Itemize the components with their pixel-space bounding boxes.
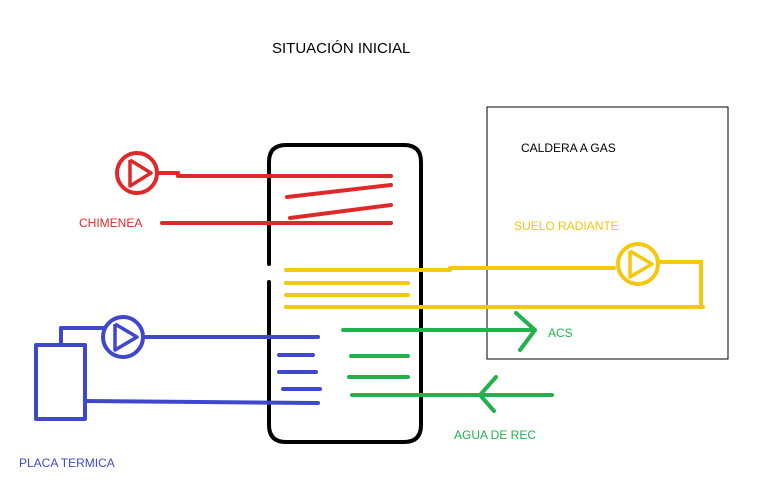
solar-circuit [34,326,322,421]
diagram-title: SITUACIÓN INICIAL [272,40,410,57]
chimney-circuit [156,171,393,225]
gas-boiler-label: CALDERA A GAS [521,141,616,155]
mains-water-label: AGUA DE REC [454,428,536,442]
pump-icon [101,315,145,359]
pump-icon [115,151,159,195]
dhw-circuit [341,328,554,397]
arrow-left-icon [478,375,498,413]
gas-boiler-box [486,106,729,360]
arrow-right-icon [514,311,537,352]
pump-icon [616,242,660,286]
underfloor-label: SUELO RADIANTE [514,219,619,233]
storage-tank [267,143,423,444]
dhw-label: ACS [548,326,573,340]
solar-panel-label: PLACA TERMICA [19,456,115,470]
underfloor-heating-circuit [284,260,705,309]
chimney-label: CHIMENEA [79,216,142,230]
